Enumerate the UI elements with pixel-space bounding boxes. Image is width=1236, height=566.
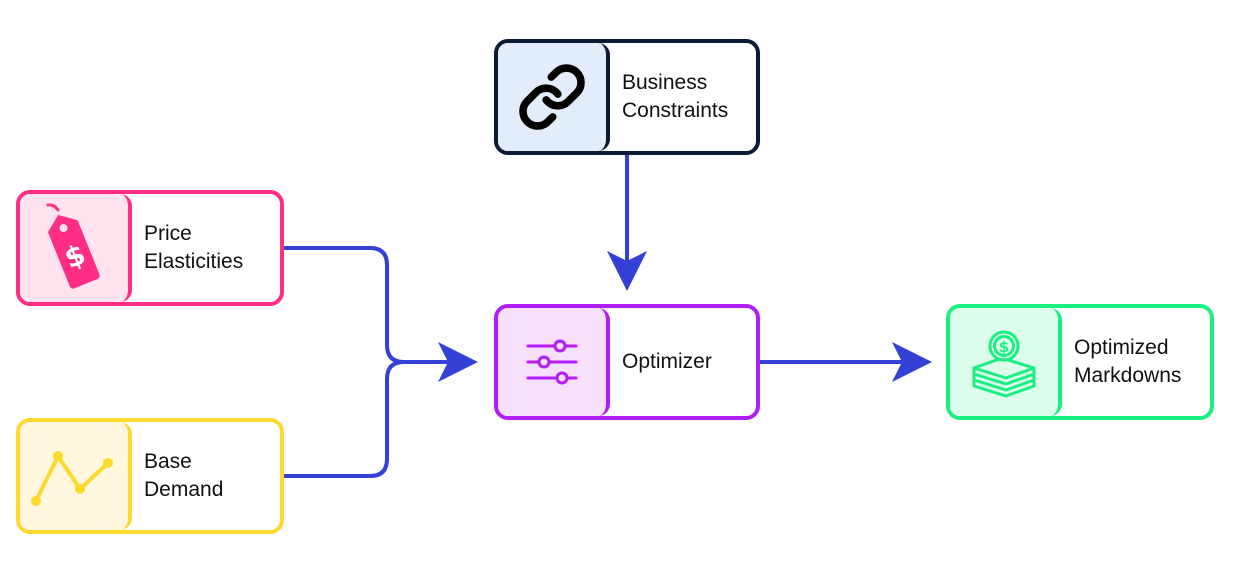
sliders-icon [498,308,610,416]
node-price-elasticities: $ Price Elasticities [16,190,284,306]
price-tag-icon: $ [20,194,132,302]
node-label: Optimized Markdowns [1074,336,1182,387]
chain-link-icon [498,43,610,151]
node-label: Price Elasticities [144,222,244,273]
line-graph-icon [20,422,132,530]
money-stack-icon: $ [950,308,1062,416]
node-label: Optimizer [622,350,712,373]
node-business-constraints: Business Constraints [494,39,760,155]
node-optimized-markdowns: $ Optimized Markdowns [946,304,1214,420]
svg-text:$: $ [999,338,1009,356]
connector-elasticities-to-optimizer [284,246,478,382]
node-optimizer: Optimizer [494,304,760,420]
node-base-demand: Base Demand [16,418,284,534]
node-label: Business Constraints [622,71,729,122]
connector-demand-to-optimizer [284,360,405,478]
node-label: Base Demand [144,450,224,501]
